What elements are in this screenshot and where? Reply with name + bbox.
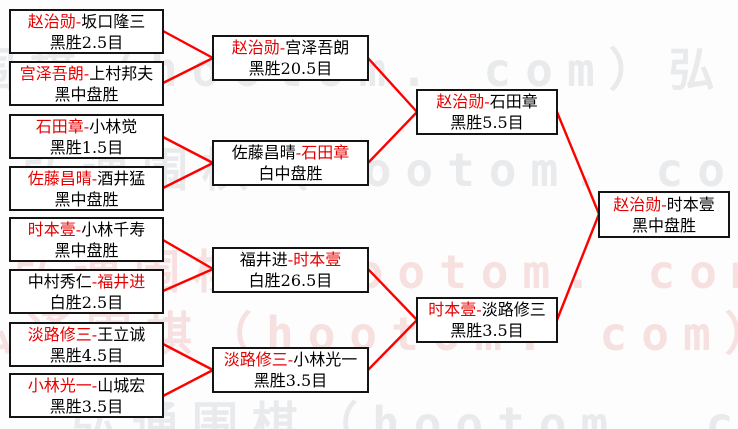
match-box-round1-6: 中村秀仁-福井进 白胜2.5目 xyxy=(9,269,164,314)
player-name: 时本壹 xyxy=(666,194,715,214)
player-name: 小林光一 xyxy=(293,350,358,369)
player-name: 赵治勋- xyxy=(436,92,490,111)
player-name: 佐藤昌晴 xyxy=(231,143,296,162)
bracket-connector xyxy=(161,238,215,271)
match-result: 黑中盘胜 xyxy=(54,84,119,104)
match-players: 石田章-小林觉 xyxy=(36,116,137,137)
match-players: 赵治勋-宫泽吾朗 xyxy=(232,37,349,58)
match-result: 黑胜1.5目 xyxy=(49,137,124,157)
player-name: -石田章 xyxy=(295,143,350,162)
player-name: 赵治勋- xyxy=(27,11,82,31)
player-name: 酒井猛 xyxy=(97,168,146,188)
match-players: 时本壹-小林千寿 xyxy=(28,219,145,240)
bracket-connector xyxy=(555,110,601,216)
match-result: 黑中盘胜 xyxy=(54,189,119,209)
match-box-semifinal-2: 时本壹-淡路修三 黑胜3.5目 xyxy=(416,297,558,343)
bracket-connector xyxy=(161,56,215,85)
match-players: 赵治勋-时本壹 xyxy=(613,194,714,215)
bracket-connector xyxy=(161,29,215,60)
match-box-final: 赵治勋-时本壹 黑中盘胜 xyxy=(598,191,730,238)
match-players: 时本壹-淡路修三 xyxy=(428,299,545,320)
match-box-round1-4: 佐藤昌晴-酒井猛 黑中盘胜 xyxy=(9,166,164,211)
match-box-round2-1: 赵治勋-宫泽吾朗 黑胜20.5目 xyxy=(212,35,369,81)
match-result: 黑胜4.5目 xyxy=(49,345,124,365)
player-name: 中村秀仁 xyxy=(27,271,92,291)
match-box-round1-7: 淡路修三-王立诚 黑胜4.5目 xyxy=(9,322,164,367)
bracket-connector xyxy=(366,110,419,165)
player-name: 王立诚 xyxy=(97,324,146,344)
match-players: 宫泽吾朗-上村邦夫 xyxy=(20,63,153,84)
bracket-connector xyxy=(161,267,215,293)
player-name: 山城宏 xyxy=(97,375,146,395)
bracket-connector xyxy=(161,161,215,190)
match-box-round2-2: 佐藤昌晴-石田章 白中盘胜 xyxy=(212,140,369,186)
match-result: 黑中盘胜 xyxy=(54,240,119,260)
match-box-round2-3: 福井进-时本壹 白胜26.5目 xyxy=(212,247,369,293)
player-name: 佐藤昌晴- xyxy=(27,168,98,188)
player-name: 小林觉 xyxy=(89,116,138,136)
player-name: 小林千寿 xyxy=(81,219,146,239)
player-name: 赵治勋- xyxy=(231,38,286,57)
match-result: 黑胜2.5目 xyxy=(49,32,124,52)
match-result: 白胜26.5目 xyxy=(248,271,333,290)
player-name: 淡路修三- xyxy=(27,324,98,344)
player-name: 福井进 xyxy=(239,250,288,269)
player-name: -福井进 xyxy=(91,271,146,291)
match-result: 黑中盘胜 xyxy=(631,215,696,235)
watermark-text: 弘通围棋（hootom. com）弘 xyxy=(72,397,738,429)
player-name: 时本壹- xyxy=(27,219,82,239)
player-name: 上村邦夫 xyxy=(89,63,154,83)
match-box-round1-2: 宫泽吾朗-上村邦夫 黑中盘胜 xyxy=(9,61,164,106)
match-players: 赵治勋-石田章 xyxy=(436,91,537,112)
match-result: 黑胜20.5目 xyxy=(248,59,333,78)
match-result: 黑胜3.5目 xyxy=(450,321,524,340)
match-result: 白中盘胜 xyxy=(258,164,323,183)
bracket-connector xyxy=(366,267,419,322)
player-name: 宫泽吾朗- xyxy=(19,63,90,83)
bracket-connector xyxy=(555,212,601,322)
match-players: 淡路修三-王立诚 xyxy=(28,324,145,345)
player-name: 宫泽吾朗 xyxy=(285,38,350,57)
bracket-connector xyxy=(161,368,215,398)
match-players: 佐藤昌晴-石田章 xyxy=(232,142,349,163)
player-name: 时本壹- xyxy=(428,300,482,319)
match-result: 黑胜5.5目 xyxy=(450,113,524,132)
match-players: 中村秀仁-福井进 xyxy=(28,271,145,292)
match-players: 小林光一-山城宏 xyxy=(28,375,145,396)
bracket-connector xyxy=(366,318,419,372)
match-result: 黑胜3.5目 xyxy=(253,371,328,390)
match-box-round1-1: 赵治勋-坂口隆三 黑胜2.5目 xyxy=(9,9,164,54)
match-result: 白胜2.5目 xyxy=(49,292,124,312)
match-result: 黑胜3.5目 xyxy=(49,396,124,416)
player-name: 坂口隆三 xyxy=(81,11,146,31)
player-name: 小林光一- xyxy=(27,375,98,395)
player-name: -时本壹 xyxy=(287,250,342,269)
match-box-round2-4: 淡路修三-小林光一 黑胜3.5目 xyxy=(212,347,369,393)
match-box-semifinal-1: 赵治勋-石田章 黑胜5.5目 xyxy=(416,89,558,135)
bracket-connector xyxy=(366,56,419,114)
match-box-round1-3: 石田章-小林觉 黑胜1.5目 xyxy=(9,114,164,159)
player-name: 赵治勋- xyxy=(613,194,667,214)
player-name: 石田章 xyxy=(489,92,538,111)
player-name: 淡路修三 xyxy=(481,300,546,319)
match-box-round1-8: 小林光一-山城宏 黑胜3.5目 xyxy=(9,373,164,418)
match-players: 淡路修三-小林光一 xyxy=(224,349,357,370)
match-players: 赵治勋-坂口隆三 xyxy=(28,11,145,32)
bracket-connector xyxy=(161,135,215,165)
player-name: 石田章- xyxy=(35,116,90,136)
match-box-round1-5: 时本壹-小林千寿 黑中盘胜 xyxy=(9,217,164,262)
player-name: 淡路修三- xyxy=(223,350,294,369)
match-players: 佐藤昌晴-酒井猛 xyxy=(28,168,145,189)
match-players: 福井进-时本壹 xyxy=(240,249,341,270)
bracket-connector xyxy=(161,342,215,372)
